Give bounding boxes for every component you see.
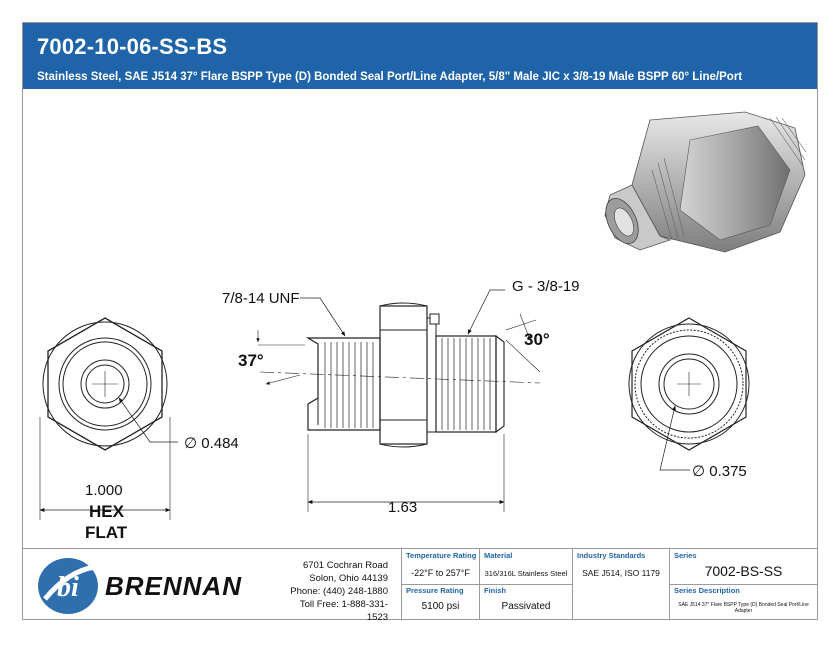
divider-line	[401, 584, 572, 585]
series-description-cell: Series Description SAE J514 37° Flare BS…	[669, 584, 817, 620]
series-description-label: Series Description	[674, 586, 740, 595]
brand-name: BRENNAN	[105, 571, 242, 601]
left-diameter-label: ∅ 0.484	[184, 435, 239, 452]
standards-label: Industry Standards	[577, 551, 646, 560]
material-value: 316/316L Stainless Steel	[484, 569, 568, 578]
logo-mark: bi	[57, 572, 79, 603]
material-label: Material	[484, 551, 513, 560]
brennan-logo: bi BRENNAN	[23, 549, 288, 620]
temperature-cell: Temperature Rating -22°F to 257°F	[401, 549, 479, 584]
pressure-label: Pressure Rating	[406, 586, 464, 595]
series-description-value: SAE J514 37° Flare BSPP Type (D) Bonded …	[678, 602, 809, 614]
address-phone: Phone: (440) 248-1880	[290, 586, 388, 597]
temperature-value: -22°F to 257°F	[411, 568, 470, 578]
address-line-2: Solon, Ohio 44139	[309, 573, 388, 584]
series-value: 7002-BS-SS	[704, 563, 783, 579]
angle-30-label: 30°	[524, 330, 550, 349]
divider-line	[669, 584, 817, 585]
thread-left-label: 7/8-14 UNF	[222, 290, 300, 307]
material-cell: Material 316/316L Stainless Steel	[479, 549, 572, 584]
series-label: Series	[674, 551, 697, 560]
left-end-view	[39, 317, 178, 520]
drawing-sheet-border	[22, 22, 818, 620]
thread-right-label: G - 3/8-19	[512, 278, 580, 295]
company-address: 6701 Cochran Road Solon, Ohio 44139 Phon…	[288, 559, 388, 624]
title-block: bi BRENNAN 6701 Cochran Road Solon, Ohio…	[23, 548, 817, 623]
hex-size-label: 1.000	[85, 482, 123, 499]
standards-value: SAE J514, ISO 1179	[582, 568, 660, 578]
angle-37-label: 37°	[238, 351, 264, 370]
pressure-cell: Pressure Rating 5100 psi	[401, 584, 479, 620]
standards-cell: Industry Standards SAE J514, ISO 1179	[572, 549, 669, 620]
finish-label: Finish	[484, 586, 507, 595]
temperature-label: Temperature Rating	[406, 551, 477, 560]
right-diameter-label: ∅ 0.375	[692, 463, 747, 480]
flat-label: FLAT	[85, 523, 128, 542]
pressure-value: 5100 psi	[421, 601, 460, 612]
address-line-1: 6701 Cochran Road	[302, 560, 388, 571]
fitting-3d-render	[604, 111, 807, 253]
part-number-title: 7002-10-06-SS-BS	[37, 34, 228, 59]
overall-length-label: 1.63	[388, 499, 417, 516]
series-cell: Series 7002-BS-SS	[669, 549, 817, 584]
hex-label: HEX	[89, 502, 125, 521]
right-end-view	[628, 317, 750, 471]
finish-value: Passivated	[501, 601, 551, 612]
part-description: Stainless Steel, SAE J514 37° Flare BSPP…	[37, 71, 743, 83]
side-view	[256, 289, 541, 512]
title-banner: 7002-10-06-SS-BS Stainless Steel, SAE J5…	[23, 23, 817, 89]
finish-cell: Finish Passivated	[479, 584, 572, 620]
address-toll-free: Toll Free: 1-888-331-1523	[299, 599, 388, 623]
